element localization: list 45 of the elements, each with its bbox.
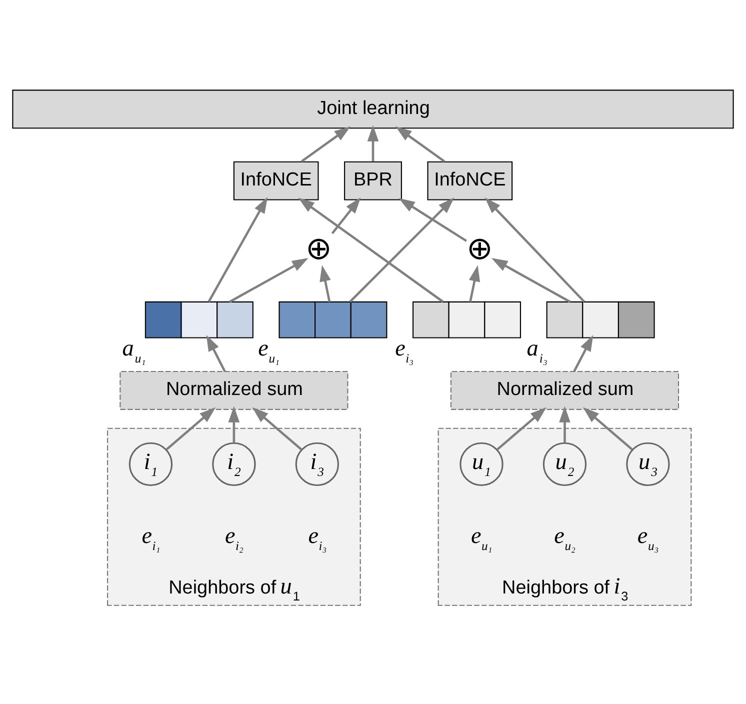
arrow — [395, 126, 446, 162]
arrow — [349, 198, 454, 303]
arrow — [573, 334, 594, 372]
node-label: e$_{u₁}$ — [258, 335, 280, 366]
node-text: ⊕ — [306, 230, 333, 266]
node-circle: i$_{2}$ — [212, 442, 256, 486]
arrow — [298, 198, 444, 303]
node-circle: i$_{3}$ — [295, 442, 340, 486]
arrow — [491, 258, 571, 303]
node-circle: u$_{3}$ — [626, 442, 670, 486]
arrow — [398, 198, 468, 242]
arrow — [166, 407, 216, 451]
node-box: Normalized sum — [450, 370, 680, 410]
node-circle: u$_{1}$ — [460, 442, 504, 486]
arrow — [228, 406, 240, 443]
node-circle: u$_{2}$ — [542, 442, 587, 486]
node-label: e$_{i₃}$ — [308, 522, 327, 553]
node-box: Normalized sum — [120, 370, 348, 410]
arrow — [320, 265, 331, 302]
node-label: e$_{i₃}$ — [395, 335, 414, 366]
node-box: BPR — [344, 161, 402, 200]
arrow — [208, 196, 268, 302]
node-circle: i$_{1}$ — [128, 442, 173, 486]
node-box: InfoNCE — [427, 161, 513, 200]
node-label: e$_{i₁}$ — [142, 522, 160, 553]
arrow — [300, 126, 351, 162]
arrow — [367, 125, 379, 162]
arrow — [331, 197, 361, 234]
arrow — [206, 334, 226, 372]
node-label: e$_{u₃}$ — [637, 522, 659, 553]
node-label: a$_{i₃}$ — [526, 335, 548, 366]
arrow — [582, 407, 634, 451]
node-label: e$_{u₂}$ — [554, 522, 576, 553]
node-text: ⊕ — [466, 230, 494, 266]
arrow — [484, 197, 586, 303]
node-label: e$_{u₁}$ — [470, 522, 492, 553]
node-box: InfoNCE — [233, 161, 319, 200]
arrow — [496, 407, 546, 451]
node-label: a$_{u₁}$ — [122, 335, 146, 366]
arrow — [559, 406, 570, 443]
node-box: Joint learning — [12, 90, 734, 129]
arrow — [468, 265, 480, 302]
arrow — [228, 258, 308, 303]
node-label: e$_{i₂}$ — [224, 522, 244, 553]
arrow — [252, 407, 302, 451]
